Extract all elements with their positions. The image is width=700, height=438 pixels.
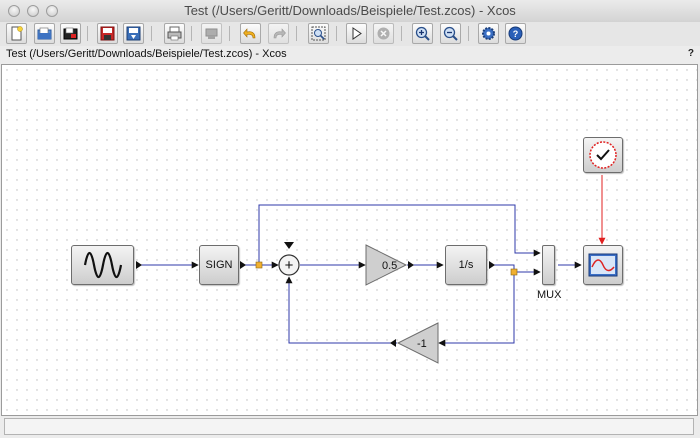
stop-icon — [377, 27, 390, 40]
toolbar-separator — [401, 26, 402, 41]
play-icon — [352, 27, 362, 40]
link-integrator-feedback[interactable] — [438, 272, 515, 347]
new-diagram-button[interactable] — [6, 23, 27, 44]
undo-icon — [243, 28, 256, 39]
undo-button[interactable] — [240, 23, 261, 44]
link-integrator-mux[interactable] — [489, 264, 541, 276]
delete-button[interactable] — [201, 23, 222, 44]
help-icon: ? — [508, 26, 523, 41]
toolbar-separator — [229, 26, 230, 41]
sine-generator-block[interactable] — [71, 245, 134, 285]
toolbar-separator — [468, 26, 469, 41]
print-button[interactable] — [164, 23, 185, 44]
save-button[interactable] — [97, 23, 118, 44]
zoom-window-button[interactable] — [46, 5, 58, 17]
canvas-grid — [2, 65, 697, 415]
save-as-button[interactable] — [123, 23, 144, 44]
clock-icon — [589, 141, 617, 169]
integrator-block-label: 1/s — [458, 259, 474, 271]
save-as-icon — [126, 26, 141, 41]
diagram-path-label: Test (/Users/Geritt/Downloads/Beispiele/… — [6, 48, 287, 60]
diagram-links: 0.5 -1 + — [136, 175, 606, 364]
setup-button[interactable] — [478, 23, 499, 44]
status-message — [4, 418, 694, 435]
zoom-out-button[interactable] — [440, 23, 461, 44]
open-button[interactable] — [34, 23, 55, 44]
toolbar-separator — [87, 26, 88, 41]
stop-button[interactable] — [373, 23, 394, 44]
toolbar-separator — [336, 26, 337, 41]
gain-label: 0.5 — [382, 260, 397, 272]
sum-top-port[interactable] — [284, 242, 294, 249]
sum-block[interactable]: + — [278, 254, 300, 276]
feedback-gain-block[interactable]: -1 — [390, 322, 439, 364]
open-file-icon — [63, 27, 78, 40]
split-point[interactable] — [255, 261, 263, 269]
redo-icon — [273, 28, 286, 39]
toolbar: ? — [0, 22, 700, 46]
toolbar-separator — [191, 26, 192, 41]
diagram-canvas[interactable]: 0.5 -1 + SIGN — [1, 64, 698, 416]
sine-wave-icon — [83, 251, 122, 279]
integrator-block[interactable]: 1/s — [445, 245, 487, 285]
toolbar-separator — [296, 26, 297, 41]
open-in-scilab-button[interactable] — [60, 23, 81, 44]
help-button[interactable]: ? — [505, 23, 526, 44]
toolbar-separator — [151, 26, 152, 41]
new-file-icon — [11, 26, 23, 41]
fit-diagram-button[interactable] — [308, 23, 329, 44]
svg-text:?: ? — [513, 29, 519, 39]
title-bar: Test (/Users/Geritt/Downloads/Beispiele/… — [0, 0, 700, 23]
eraser-icon — [205, 28, 218, 39]
save-disk-icon — [100, 26, 115, 41]
sum-symbol: + — [285, 257, 294, 274]
printer-icon — [167, 26, 182, 41]
start-button[interactable] — [346, 23, 367, 44]
gear-icon — [482, 27, 495, 40]
status-bar — [0, 416, 700, 438]
link-sign-mux[interactable] — [258, 204, 541, 265]
scope-block[interactable] — [583, 245, 623, 285]
link-feedback-sum[interactable] — [285, 276, 397, 344]
sign-block-label: SIGN — [205, 259, 233, 271]
zoom-in-icon — [415, 26, 430, 41]
window-title: Test (/Users/Geritt/Downloads/Beispiele/… — [184, 3, 516, 18]
zoom-fit-icon — [311, 26, 326, 41]
path-bar: Test (/Users/Geritt/Downloads/Beispiele/… — [0, 46, 700, 64]
close-window-button[interactable] — [8, 5, 20, 17]
scope-icon — [588, 253, 618, 277]
minimize-window-button[interactable] — [27, 5, 39, 17]
mux-label: MUX — [537, 289, 562, 301]
context-help-icon[interactable]: ? — [687, 48, 694, 59]
feedback-gain-label: -1 — [417, 338, 427, 350]
gain-block[interactable]: 0.5 — [365, 244, 414, 286]
mux-block[interactable] — [542, 245, 555, 285]
open-folder-icon — [37, 27, 52, 40]
split-point[interactable] — [510, 268, 518, 276]
zoom-out-icon — [443, 26, 458, 41]
sign-block[interactable]: SIGN — [199, 245, 239, 285]
zoom-in-button[interactable] — [412, 23, 433, 44]
redo-button[interactable] — [268, 23, 289, 44]
clock-block[interactable] — [583, 137, 623, 173]
